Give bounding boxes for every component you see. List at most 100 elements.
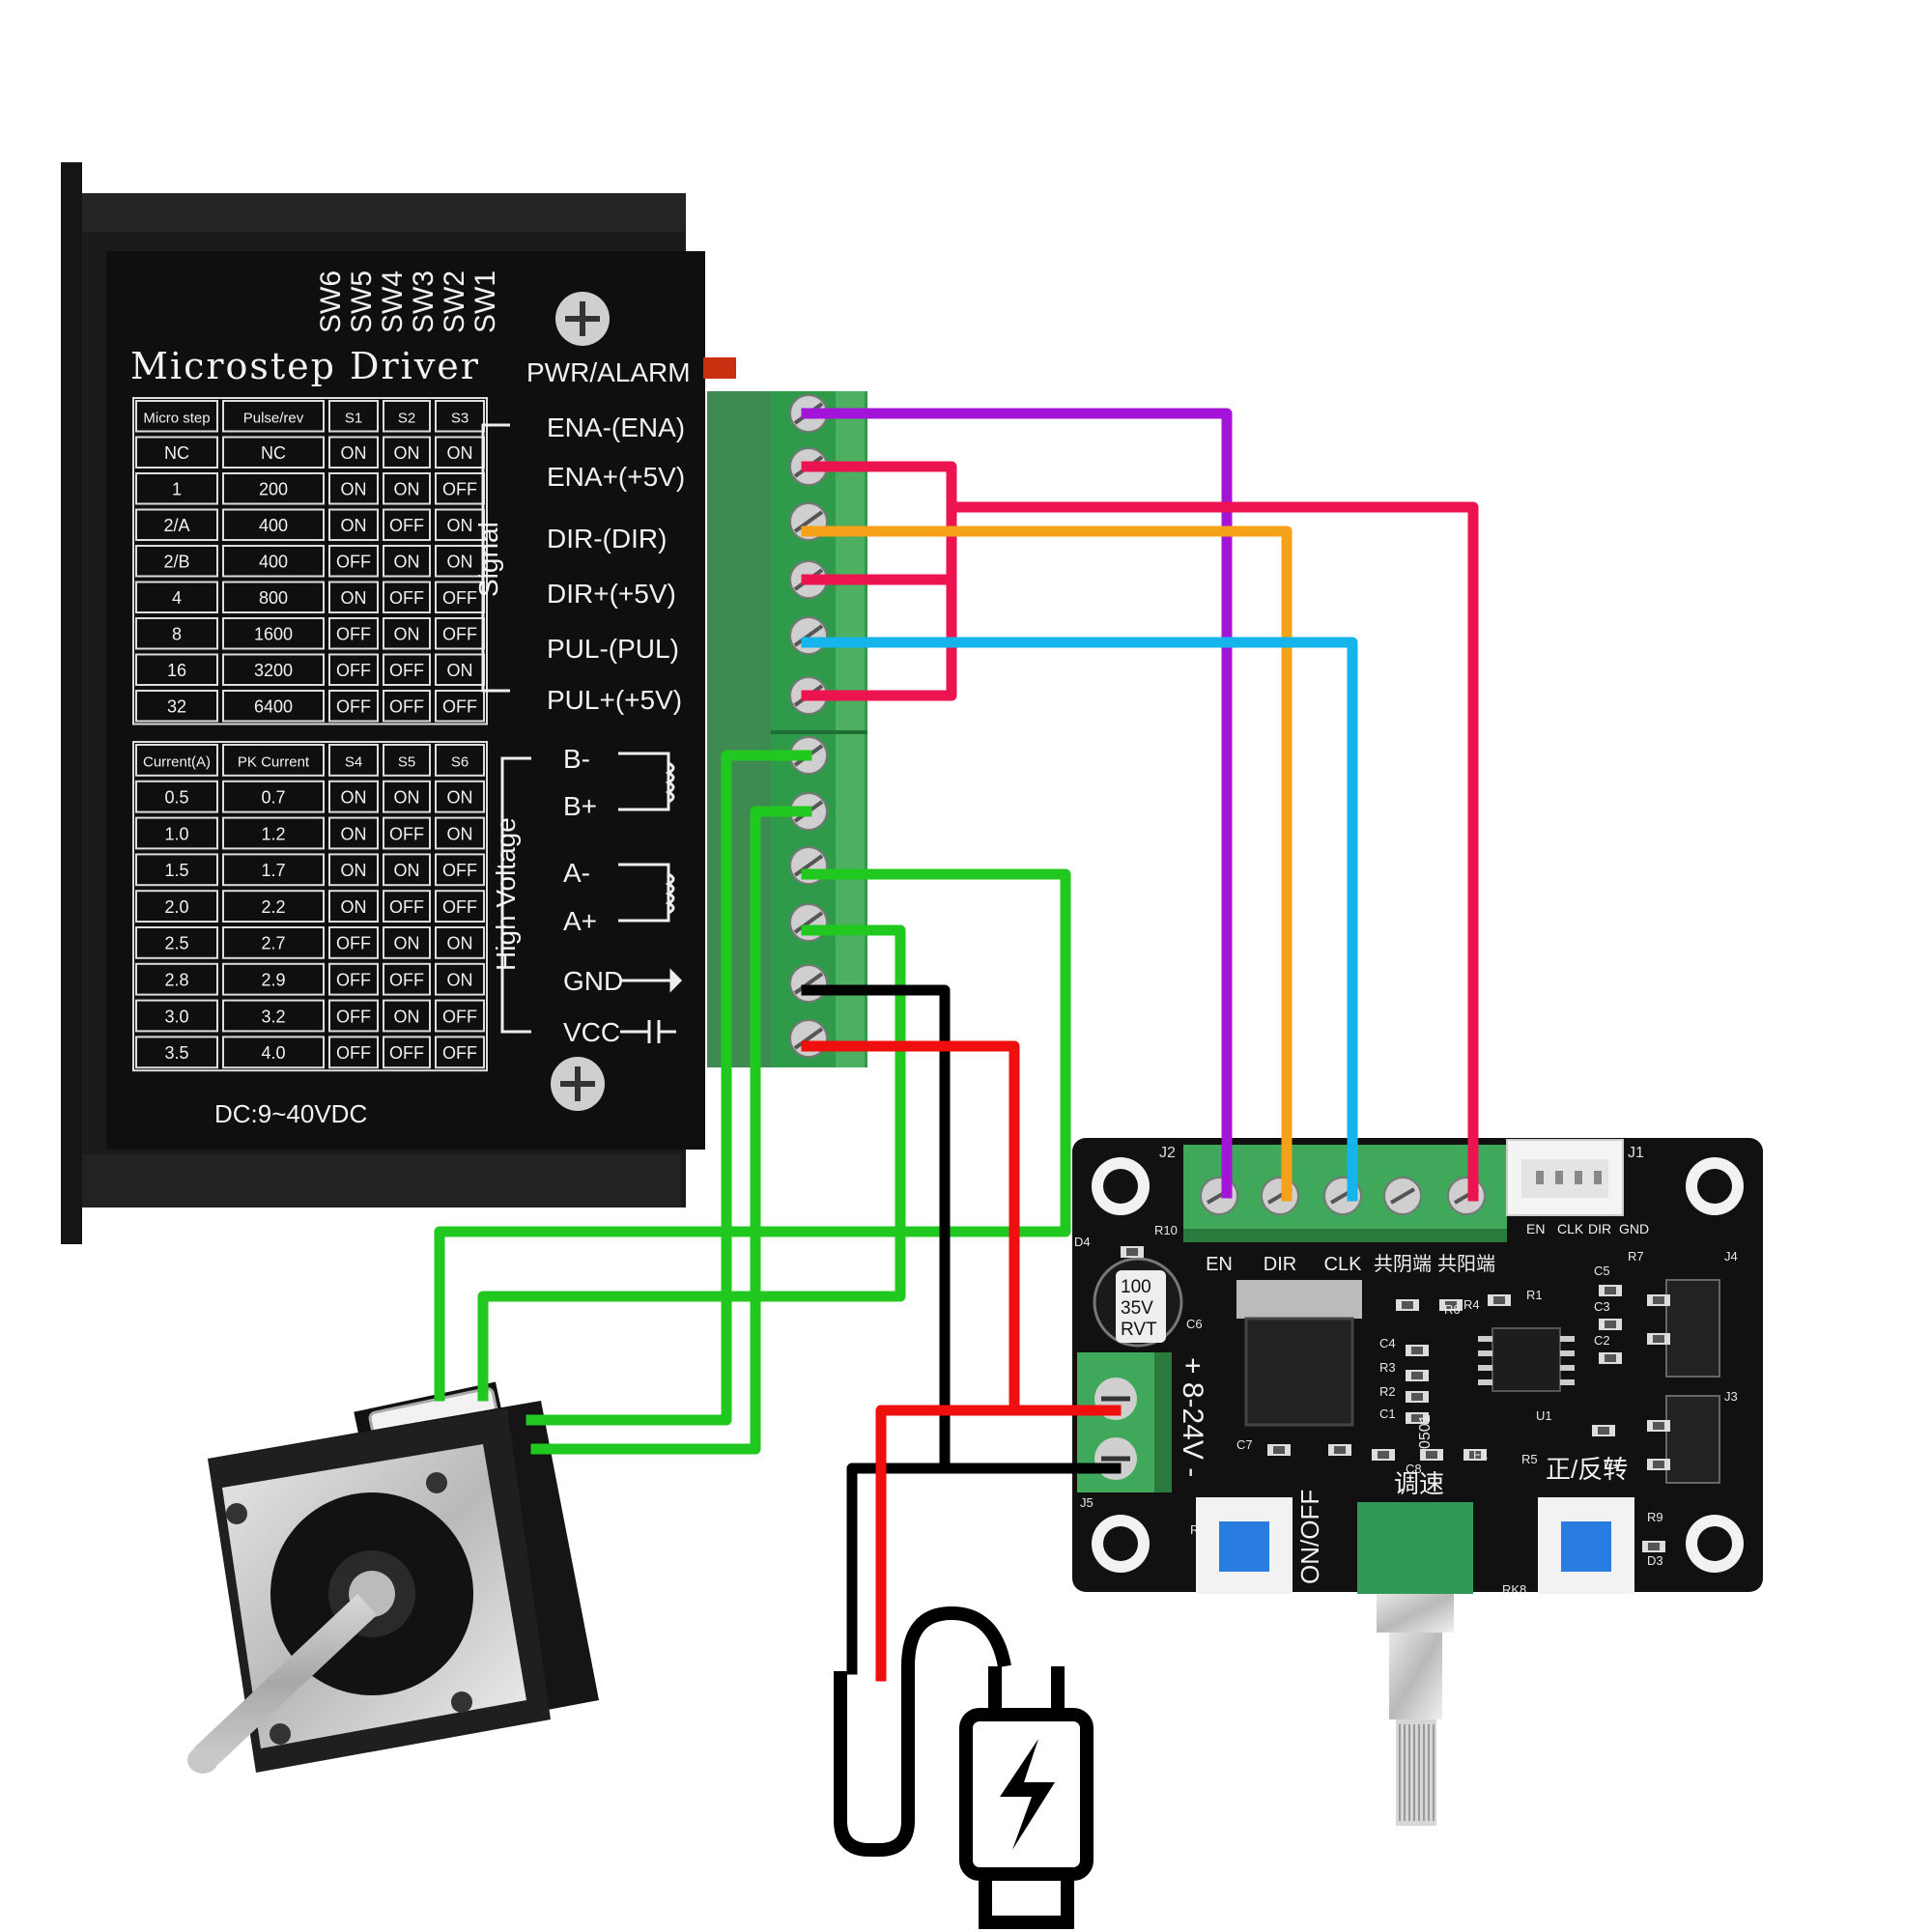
table-header-cell: S5 bbox=[398, 754, 415, 771]
table-cell: ON bbox=[447, 971, 473, 990]
terminal-label: A- bbox=[563, 858, 590, 888]
table-cell: OFF bbox=[389, 588, 424, 608]
dc-voltage-label: DC:9~40VDC bbox=[214, 1099, 367, 1128]
table-cell: 4.0 bbox=[261, 1043, 285, 1063]
table-cell: 0.5 bbox=[164, 788, 188, 808]
table-cell: 200 bbox=[259, 480, 288, 499]
table-cell: ON bbox=[341, 480, 367, 499]
table-cell: 2.7 bbox=[261, 934, 285, 953]
component-label: C3 bbox=[1594, 1299, 1610, 1314]
direction-button[interactable] bbox=[1538, 1497, 1634, 1594]
component-label: J5 bbox=[1080, 1495, 1094, 1510]
cap-label-2: 35V bbox=[1121, 1298, 1153, 1319]
table-cell: ON bbox=[447, 661, 473, 680]
table-cell: ON bbox=[394, 553, 420, 572]
terminal-label: ENA+(+5V) bbox=[547, 462, 685, 492]
motor-screw-icon bbox=[451, 1691, 472, 1713]
table-cell: ON bbox=[447, 516, 473, 535]
component-label: J4 bbox=[1724, 1249, 1738, 1264]
component-label: C1 bbox=[1379, 1406, 1396, 1421]
table-cell: ON bbox=[394, 443, 420, 463]
header-pin-label: CLK bbox=[1557, 1221, 1584, 1236]
table-cell: ON bbox=[341, 824, 367, 843]
wires bbox=[434, 408, 1479, 1682]
table-cell: 32 bbox=[167, 697, 186, 717]
terminal-labels: ENA-(ENA)ENA+(+5V)DIR-(DIR)DIR+(+5V)PUL-… bbox=[547, 412, 685, 1047]
table-cell: OFF bbox=[389, 697, 424, 717]
table-cell: 1 bbox=[172, 480, 182, 499]
table-cell: ON bbox=[447, 553, 473, 572]
terminal-label: DIR-(DIR) bbox=[547, 524, 667, 554]
component-label: C8 bbox=[1406, 1462, 1422, 1476]
controller-terminal-label: EN bbox=[1206, 1254, 1233, 1275]
table-cell: NC bbox=[261, 443, 286, 463]
table-cell: OFF bbox=[336, 1007, 371, 1026]
table-cell: OFF bbox=[389, 971, 424, 990]
terminal-label: DIR+(+5V) bbox=[547, 579, 676, 609]
stepper-motor bbox=[187, 1381, 599, 1774]
component-label: R6 bbox=[1444, 1302, 1461, 1317]
component-label: U1 bbox=[1536, 1408, 1552, 1423]
component-label: C4 bbox=[1379, 1336, 1396, 1350]
table-header-cell: S1 bbox=[345, 411, 362, 427]
component-label: D1 bbox=[1604, 1457, 1620, 1471]
table-cell: OFF bbox=[442, 861, 477, 880]
table-cell: 1.0 bbox=[164, 824, 188, 843]
signal-group-label: Signal bbox=[473, 522, 503, 597]
smd-components bbox=[1121, 1246, 1670, 1552]
table-cell: OFF bbox=[336, 661, 371, 680]
component-label: R2 bbox=[1379, 1384, 1396, 1399]
speed-potentiometer-knob[interactable] bbox=[1357, 1502, 1473, 1826]
table-cell: ON bbox=[394, 625, 420, 644]
controller-terminal-label: 共阳端 bbox=[1437, 1253, 1495, 1275]
table-header-cell: Pulse/rev bbox=[243, 411, 304, 427]
table-cell: 4 bbox=[172, 588, 182, 608]
wire bbox=[801, 408, 1233, 1199]
table-header-cell: Current(A) bbox=[143, 754, 211, 771]
table-cell: OFF bbox=[442, 480, 477, 499]
cap-label-1: 100 bbox=[1121, 1277, 1151, 1297]
table-cell: 16 bbox=[167, 661, 186, 680]
header-pin-label: EN bbox=[1526, 1221, 1545, 1236]
header-pin-label: GND bbox=[1619, 1221, 1649, 1236]
table-cell: OFF bbox=[442, 625, 477, 644]
table-cell: ON bbox=[341, 443, 367, 463]
table-header-cell: S3 bbox=[451, 411, 469, 427]
component-label: R1 bbox=[1526, 1288, 1543, 1302]
table-cell: 3.0 bbox=[164, 1007, 188, 1026]
table-cell: OFF bbox=[336, 553, 371, 572]
table-cell: OFF bbox=[389, 824, 424, 843]
mount-hole-icon bbox=[1092, 1157, 1150, 1215]
component-label: C2 bbox=[1594, 1333, 1610, 1348]
motor-screw-icon bbox=[426, 1472, 447, 1493]
on-off-button[interactable] bbox=[1196, 1497, 1293, 1594]
table-cell: OFF bbox=[389, 897, 424, 917]
table-cell: 1.5 bbox=[164, 861, 188, 880]
terminal-label: PUL+(+5V) bbox=[547, 685, 682, 715]
table-cell: OFF bbox=[336, 625, 371, 644]
component-label: D4 bbox=[1074, 1235, 1091, 1249]
driver-title: Microstep Driver bbox=[130, 345, 480, 387]
table-cell: 400 bbox=[259, 553, 288, 572]
terminal-label: VCC bbox=[563, 1017, 620, 1047]
switch-label: SW2 bbox=[439, 270, 470, 333]
table-cell: 3.2 bbox=[261, 1007, 285, 1026]
controller-terminal-label: DIR bbox=[1264, 1254, 1296, 1275]
terminal-label: GND bbox=[563, 966, 623, 996]
table-cell: ON bbox=[394, 788, 420, 808]
table-cell: ON bbox=[341, 861, 367, 880]
table-cell: 6400 bbox=[254, 697, 293, 717]
high-voltage-group-label: High Voltage bbox=[491, 817, 521, 971]
wire bbox=[801, 1040, 1122, 1682]
coil-a-icon bbox=[618, 863, 675, 923]
table-cell: 8 bbox=[172, 625, 182, 644]
table-cell: OFF bbox=[442, 588, 477, 608]
table-cell: ON bbox=[394, 861, 420, 880]
table-cell: ON bbox=[341, 897, 367, 917]
